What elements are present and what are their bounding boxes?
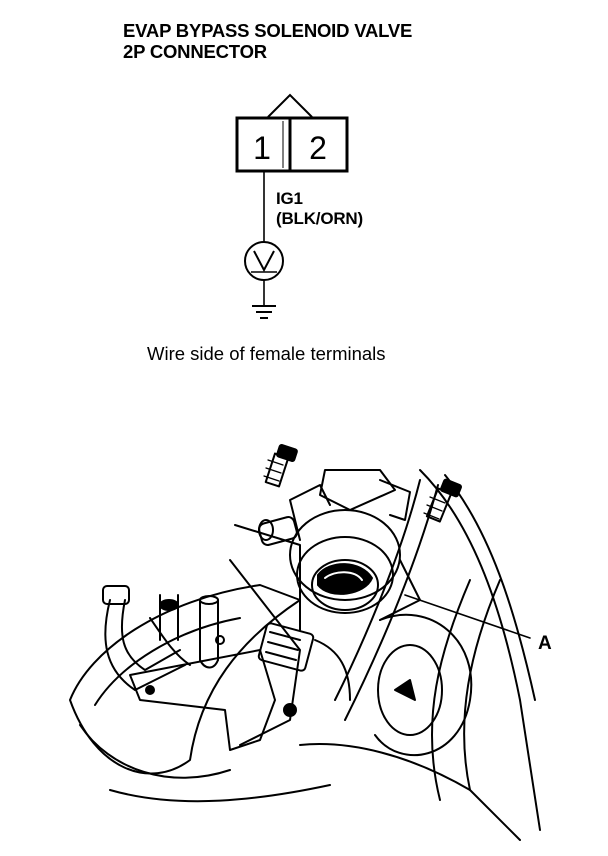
engine-illustration — [69, 444, 541, 841]
bolt-right-icon — [423, 478, 462, 523]
voltmeter-icon — [244, 241, 284, 281]
title-line-1: EVAP BYPASS SOLENOID VALVE — [123, 20, 413, 41]
bolt-left-icon — [263, 444, 298, 488]
connector-latch — [267, 93, 313, 118]
connector-body — [235, 116, 349, 173]
connector-pin-1: 1 — [253, 130, 271, 166]
connector-pin-2: 2 — [309, 130, 327, 166]
wire-name: IG1 — [276, 189, 303, 208]
wire-label: IG1 (BLK/ORN) — [276, 189, 363, 229]
callout-label-a: A — [538, 633, 552, 654]
diagram-caption: Wire side of female terminals — [147, 343, 386, 364]
wire-color-code: (BLK/ORN) — [276, 209, 363, 228]
title-line-2: 2P CONNECTOR — [123, 41, 267, 62]
ground-icon — [252, 305, 276, 319]
diagram-title: EVAP BYPASS SOLENOID VALVE 2P CONNECTOR — [123, 20, 412, 62]
